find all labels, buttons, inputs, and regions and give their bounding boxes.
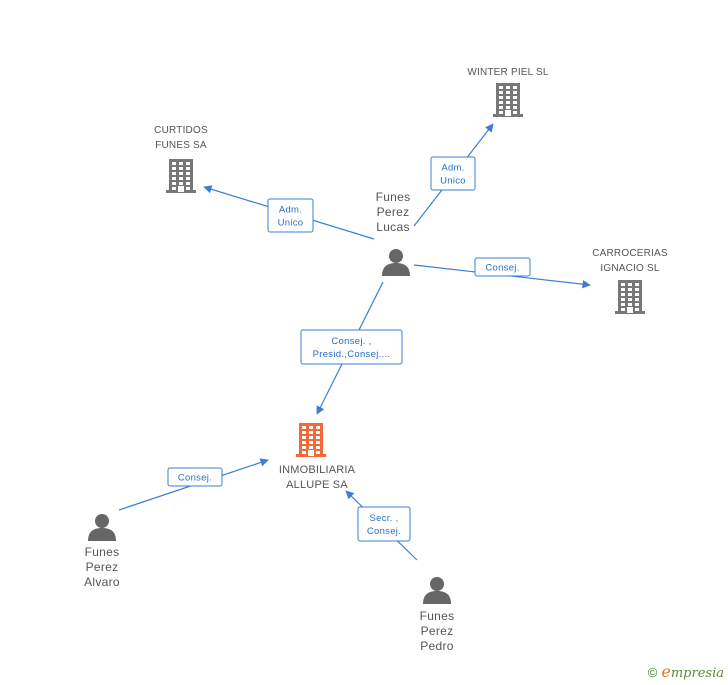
relation-edge-lucas-inmobiliaria: Consej. , Presid.,Consej....	[300, 281, 403, 415]
person-name: Perez	[86, 560, 119, 574]
company-node-winter[interactable]: WINTER PIEL SL	[467, 67, 549, 117]
brand-footer: ©empresia	[648, 662, 724, 681]
role-label-box[interactable]	[167, 467, 223, 487]
nodes-layer: WINTER PIEL SL CURTIDOS FUNES SA CARROCERIA…	[84, 67, 668, 653]
company-name: CARROCERIAS	[592, 248, 668, 259]
brand-logo-text: mpresia	[670, 666, 724, 681]
relation-edge-lucas-carrocerias: Consej.	[413, 257, 591, 289]
company-name: WINTER PIEL SL	[467, 67, 549, 78]
relation-edge-lucas-curtidos: Adm. Unico	[203, 185, 375, 240]
person-name: Funes	[376, 190, 411, 204]
company-name: CURTIDOS	[154, 125, 208, 136]
role-label-text: Consej.	[485, 263, 519, 274]
person-name: Alvaro	[84, 575, 120, 589]
role-label-text: Adm.	[441, 163, 464, 174]
building-icon[interactable]	[166, 159, 196, 193]
relation-edge-pedro-inmobiliaria: Secr. , Consej.	[345, 490, 418, 561]
person-name: Perez	[377, 205, 410, 219]
role-label-text: Unico	[278, 218, 304, 229]
company-name: INMOBILIARIA	[279, 464, 356, 476]
building-icon[interactable]	[296, 423, 326, 457]
person-icon[interactable]	[382, 249, 410, 276]
company-name: FUNES SA	[155, 140, 207, 151]
person-icon[interactable]	[88, 514, 116, 541]
role-label-box[interactable]	[357, 506, 411, 542]
relation-edge-lucas-winter: Adm. Unico	[413, 123, 494, 227]
role-label-text: Secr. ,	[369, 513, 398, 524]
role-label-text: Consej.	[178, 473, 212, 484]
company-name: ALLUPE SA	[286, 479, 348, 491]
person-name: Funes	[420, 609, 455, 623]
role-label-box[interactable]	[300, 329, 403, 365]
relation-edge-alvaro-inmobiliaria: Consej.	[118, 458, 269, 511]
person-name: Perez	[421, 624, 454, 638]
role-label-text: Consej. ,	[331, 336, 371, 347]
role-label-text: Unico	[440, 176, 466, 187]
person-name: Lucas	[376, 220, 410, 234]
copyright-symbol: ©	[647, 665, 658, 680]
brand-logo-e: e	[661, 662, 671, 681]
role-label-box[interactable]	[267, 198, 314, 233]
company-node-inmobiliaria[interactable]: INMOBILIARIA ALLUPE SA	[279, 423, 356, 491]
building-icon[interactable]	[493, 83, 523, 117]
person-name: Pedro	[420, 639, 454, 653]
company-node-carrocerias[interactable]: CARROCERIAS IGNACIO SL	[592, 248, 668, 314]
role-label-box[interactable]	[430, 156, 476, 191]
company-node-curtidos[interactable]: CURTIDOS FUNES SA	[154, 125, 208, 193]
company-name: IGNACIO SL	[600, 263, 659, 274]
person-name: Funes	[85, 545, 120, 559]
role-label-text: Consej.	[367, 526, 401, 537]
role-label-text: Adm.	[279, 205, 302, 216]
role-label-text: Presid.,Consej....	[313, 349, 391, 360]
building-icon[interactable]	[615, 280, 645, 314]
person-icon[interactable]	[423, 577, 451, 604]
role-label-box[interactable]	[474, 257, 531, 277]
